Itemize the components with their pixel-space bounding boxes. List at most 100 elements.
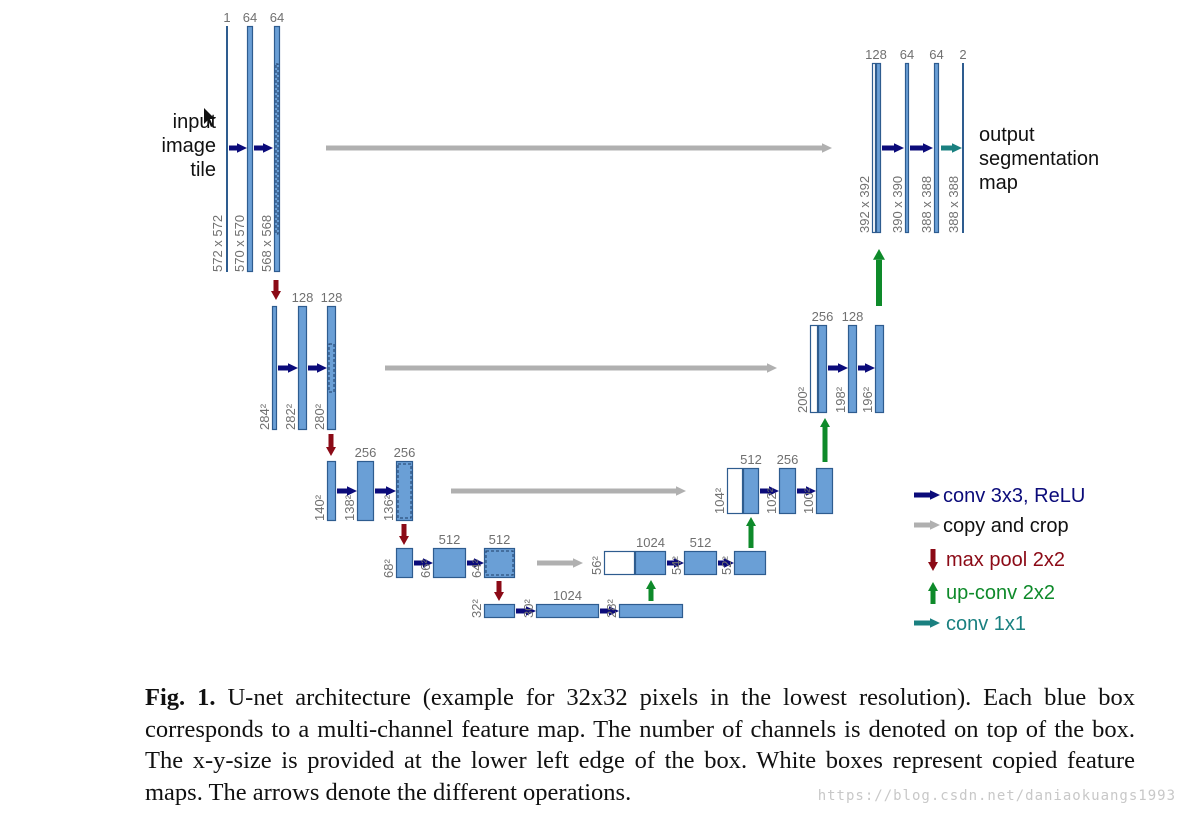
size-label-enc1-1: 570 x 570 [232, 215, 247, 272]
channel-label-enc1-1: 64 [243, 10, 257, 25]
size-label-enc2-1: 282² [283, 403, 298, 430]
legend-upconv-icon-shaft [930, 591, 936, 604]
legend-conv-icon-shaft [914, 492, 930, 498]
pool-arrow-1-shaft [273, 280, 279, 291]
copied-feature-map-dec1-w [871, 62, 877, 234]
conv-arrow-11-shaft [667, 560, 674, 566]
conv-arrow-6-head [386, 486, 396, 496]
conv-arrow-3-shaft [278, 365, 288, 371]
upconv-arrow-3-shaft [822, 427, 828, 462]
copy-arrow-3-head [676, 486, 686, 496]
pool-arrow-3-head [399, 536, 409, 545]
conv-arrow-13-head [769, 486, 779, 496]
conv-arrow-13-shaft [760, 488, 769, 494]
feature-map-dec2-0 [817, 324, 828, 414]
size-label-dec4-w: 56² [589, 556, 604, 575]
conv-arrow-7-shaft [414, 560, 423, 566]
size-label-enc3-2: 136² [381, 494, 396, 521]
conv1x1-arrow-shaft [941, 145, 952, 151]
channel-label-dec3-0: 512 [740, 452, 762, 467]
feature-map-enc2-2 [326, 305, 337, 431]
conv-arrow-4-shaft [308, 365, 317, 371]
feature-map-bot-2 [618, 603, 684, 619]
upconv-arrow-1-shaft [648, 589, 654, 601]
conv-arrow-16-shaft [858, 365, 865, 371]
size-label-dec1-w: 392 x 392 [857, 176, 872, 233]
feature-map-dec3-0 [742, 467, 760, 515]
feature-map-enc3-2 [395, 460, 414, 522]
size-label-out: 388 x 388 [946, 176, 961, 233]
pool-arrow-1-head [271, 291, 281, 300]
size-label-bot-0: 32² [469, 599, 484, 618]
feature-map-enc4-0 [395, 547, 414, 579]
copy-arrow-2-head [767, 363, 777, 373]
conv-arrow-10-head [609, 606, 619, 616]
conv-arrow-1-head [237, 143, 247, 153]
pool-arrow-4-head [494, 592, 504, 601]
conv-arrow-6-shaft [375, 488, 386, 494]
feature-map-enc3-0 [326, 460, 337, 522]
crop-outline-enc1-2 [275, 63, 279, 235]
copied-feature-map-dec4-w [603, 550, 636, 576]
conv-arrow-9-head [526, 606, 536, 616]
conv-arrow-5-head [347, 486, 357, 496]
caption-label: Fig. 1. [145, 684, 216, 711]
channel-label-dec2-1: 128 [842, 309, 864, 324]
watermark: https://blog.csdn.net/daniaokuangs1993 [817, 788, 1176, 804]
channel-label-dec1-2: 64 [929, 47, 943, 62]
pool-arrow-3-shaft [401, 524, 407, 536]
feature-map-dec2-1 [847, 324, 858, 414]
channel-label-dec1-w: 128 [865, 47, 887, 62]
size-label-enc4-0: 68² [381, 559, 396, 578]
feature-map-dec3-1 [778, 467, 797, 515]
conv-arrow-2-head [263, 143, 273, 153]
channel-label-enc2-1: 128 [292, 290, 314, 305]
legend-label-conv1x1: conv 1x1 [946, 613, 1026, 635]
size-label-enc2-0: 284² [257, 403, 272, 430]
conv-arrow-4-head [317, 363, 327, 373]
conv-arrow-10-shaft [600, 608, 609, 614]
conv-arrow-18-shaft [910, 145, 923, 151]
feature-map-dec1-2 [933, 62, 940, 234]
feature-map-bot-1 [535, 603, 600, 619]
size-label-dec4-1: 54² [669, 556, 684, 575]
upconv-arrow-2-shaft [748, 526, 754, 548]
copy-arrow-3-shaft [451, 488, 676, 494]
channel-label-enc3-1: 256 [355, 445, 377, 460]
feature-map-dec1-0 [875, 62, 882, 234]
legend-pool-icon-head [928, 562, 938, 571]
channel-label-enc3-2: 256 [394, 445, 416, 460]
feature-map-bot-0 [483, 603, 516, 619]
channel-label-out: 2 [959, 47, 966, 62]
size-label-dec1-1: 390 x 390 [890, 176, 905, 233]
channel-label-dec4-0: 1024 [636, 535, 665, 550]
output-label-line: segmentation [979, 148, 1099, 170]
size-label-dec3-2: 100² [801, 487, 816, 514]
channel-label-dec4-1: 512 [690, 535, 712, 550]
conv-arrow-12-shaft [718, 560, 724, 566]
conv-arrow-11-head [674, 558, 684, 568]
crop-outline-enc4-2 [485, 550, 514, 576]
conv-arrow-3-head [288, 363, 298, 373]
feature-map-enc1-2 [273, 25, 281, 273]
feature-map-enc1-0 [226, 26, 228, 272]
size-label-enc1-2: 568 x 568 [259, 215, 274, 272]
size-label-dec2-w: 200² [795, 386, 810, 413]
input-label-line: image [162, 135, 216, 157]
conv-arrow-15-head [838, 363, 848, 373]
size-label-enc2-2: 280² [312, 403, 327, 430]
input-label-line: tile [190, 159, 216, 181]
legend-copy-icon-shaft [914, 522, 930, 528]
feature-map-dec4-1 [683, 550, 718, 576]
conv-arrow-2-shaft [254, 145, 263, 151]
size-label-bot-2: 28² [604, 599, 619, 618]
upconv-arrow-4-head [873, 249, 885, 260]
feature-map-enc3-1 [356, 460, 375, 522]
copy-arrow-4-head [573, 558, 583, 568]
feature-map-dec4-0 [634, 550, 667, 576]
legend-upconv-icon-head [928, 582, 938, 591]
channel-label-dec1-1: 64 [900, 47, 914, 62]
upconv-arrow-1-head [646, 580, 656, 589]
conv-arrow-8-shaft [467, 560, 474, 566]
